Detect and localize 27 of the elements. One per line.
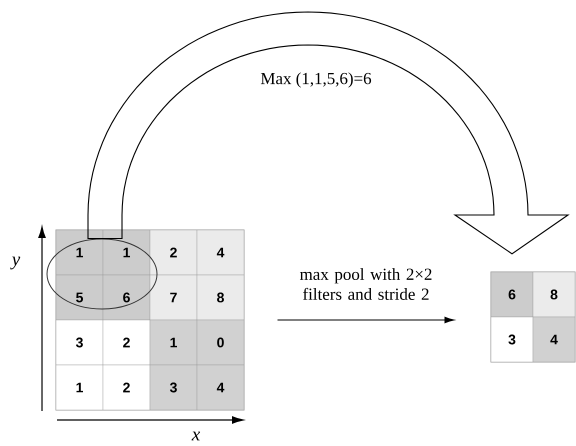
- matrix-cell: 1: [102, 230, 150, 276]
- selection-ellipse: [46, 238, 158, 310]
- matrix-cell: 2: [102, 320, 150, 366]
- matrix-cell: 4: [196, 364, 244, 410]
- curved-block-arrow: [87, 11, 570, 254]
- matrix-cell: 3: [150, 364, 198, 410]
- matrix-cell: 3: [490, 316, 534, 362]
- axis-label: y: [10, 256, 20, 270]
- matrix-cell: 6: [102, 274, 150, 320]
- matrix-cell: 2: [102, 364, 150, 410]
- matrix-cell: 3: [56, 320, 104, 366]
- matrix-cell: 4: [532, 316, 576, 362]
- axis-label: x: [192, 432, 200, 440]
- matrix-cell: 1: [56, 364, 104, 410]
- arrow: [278, 316, 454, 324]
- matrix-cell: 2: [150, 230, 198, 276]
- matrix-cell: 1: [150, 320, 198, 366]
- matrix-cell: 5: [56, 274, 104, 320]
- matrix-cell: 4: [196, 230, 244, 276]
- matrix-cell: 0: [196, 320, 244, 366]
- edge-label: max pool with 2×2 filters and stride 2: [300, 268, 432, 300]
- matrix-cell: 8: [532, 272, 576, 318]
- matrix-cell: 6: [490, 272, 534, 318]
- matrix-cell: 1: [56, 230, 104, 276]
- matrix-cell: 8: [196, 274, 244, 320]
- edge-label: Max (1,1,5,6)=6: [259, 71, 373, 89]
- matrix-cell: 7: [150, 274, 198, 320]
